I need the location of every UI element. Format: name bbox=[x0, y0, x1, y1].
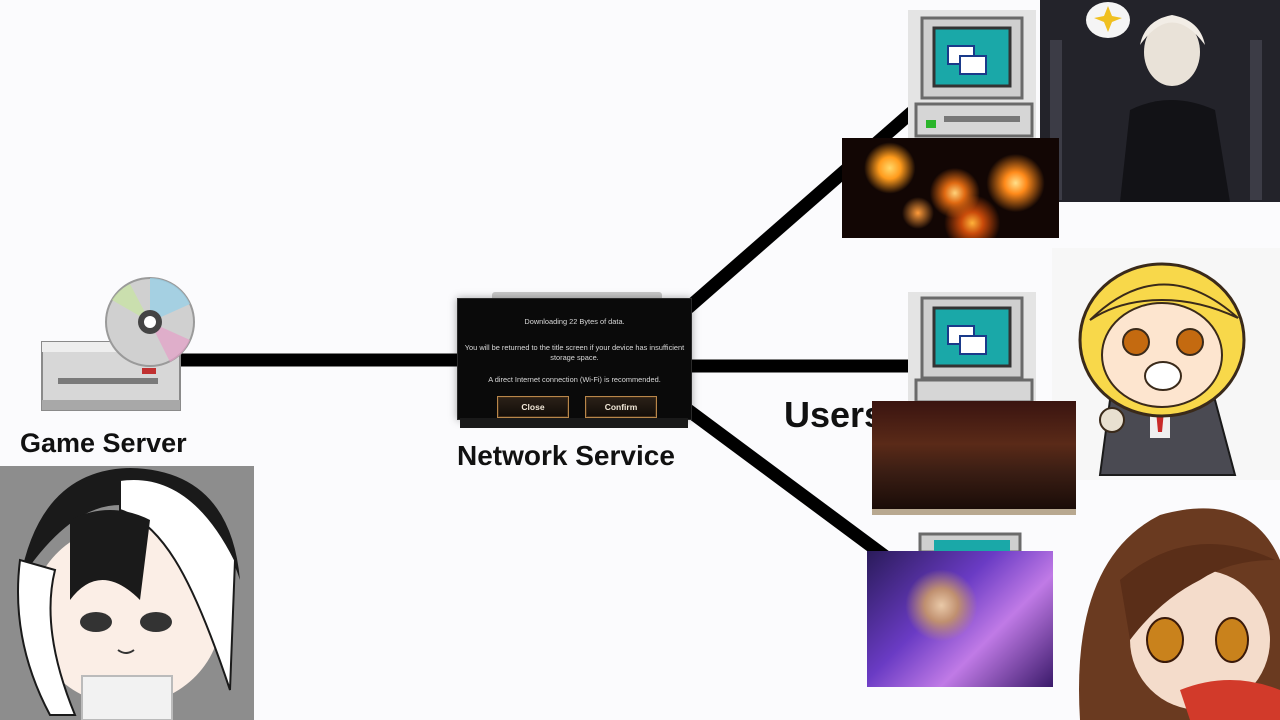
dialog-shadow-strip bbox=[460, 418, 688, 428]
network-service-label: Network Service bbox=[457, 440, 675, 471]
retro-computer-icon bbox=[918, 532, 1022, 554]
users-label: Users bbox=[784, 394, 885, 435]
confirm-button[interactable]: Confirm bbox=[585, 396, 657, 418]
white-hair-character-scene bbox=[1040, 0, 1280, 202]
game-server-label: Game Server bbox=[20, 428, 187, 458]
dialog-tab bbox=[492, 292, 662, 302]
game-screenshot-character-art bbox=[867, 551, 1053, 687]
brown-hair-chibi-character bbox=[1079, 508, 1280, 720]
retro-computer-icon bbox=[908, 10, 1036, 140]
blonde-chibi-character bbox=[1052, 248, 1280, 480]
cd-server-icon bbox=[41, 277, 195, 411]
black-white-hair-chibi-character bbox=[0, 466, 254, 720]
download-message: Downloading 22 Bytes of data. bbox=[524, 317, 625, 326]
download-dialog: Downloading 22 Bytes of data. You will b… bbox=[457, 298, 692, 420]
retro-computer-icon bbox=[908, 292, 1036, 404]
storage-warning-message: You will be returned to the title screen… bbox=[464, 343, 685, 362]
game-screenshot-battle-overlay bbox=[872, 401, 1076, 515]
link-network-to-user-bottom bbox=[684, 404, 894, 566]
game-screenshot-fireworks bbox=[842, 138, 1059, 238]
wifi-recommendation-message: A direct Internet connection (Wi-Fi) is … bbox=[488, 375, 661, 384]
close-button[interactable]: Close bbox=[497, 396, 569, 418]
